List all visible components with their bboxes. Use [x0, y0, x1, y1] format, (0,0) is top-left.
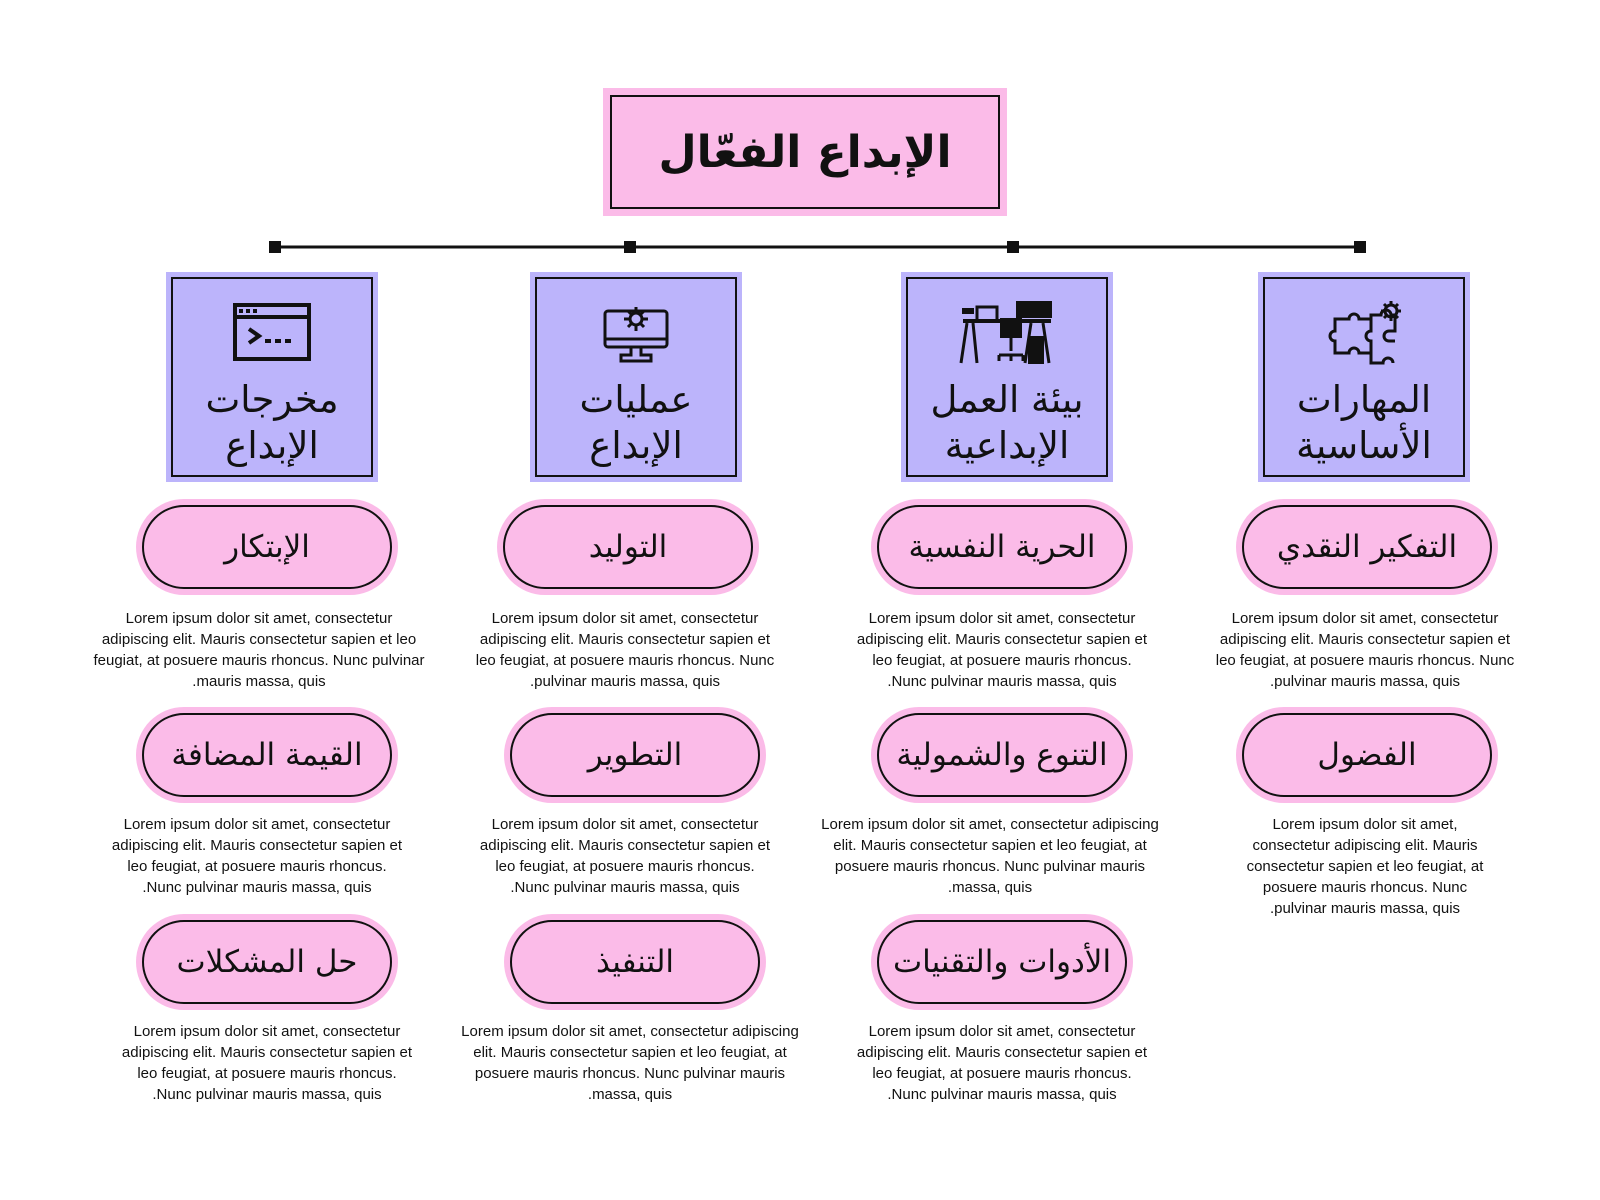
description-text: Lorem ipsum dolor sit amet, consectetur …	[121, 1023, 413, 1103]
pill-problem-solving: حل المشكلات	[136, 914, 398, 1010]
description-text: Lorem ipsum dolor sit amet, consectetur …	[1246, 816, 1484, 917]
description-text: Lorem ipsum dolor sit amet, consectetur …	[475, 610, 775, 690]
column-header-work-environment: بيئة العمل الإبداعية	[901, 272, 1113, 482]
terminal-window-icon	[233, 303, 311, 361]
connector-node-2	[1007, 241, 1019, 253]
pill-curiosity: الفضول	[1236, 707, 1498, 803]
pill-development: التطوير	[504, 707, 766, 803]
column-header-creative-processes: عمليات الإبداع	[530, 272, 742, 482]
connector-node-3	[624, 241, 636, 253]
puzzle-gear-icon	[1328, 301, 1401, 365]
pill-label: التطوير	[510, 713, 760, 797]
pill-implementation: التنفيذ	[504, 914, 766, 1010]
workspace-icon	[959, 301, 1052, 364]
description-text: Lorem ipsum dolor sit amet, consectetur …	[856, 610, 1148, 690]
pill-label: الأدوات والتقنيات	[877, 920, 1127, 1004]
monitor-gear-icon	[603, 307, 669, 363]
column-header-core-skills: المهارات الأساسية	[1258, 272, 1470, 482]
description-text: Lorem ipsum dolor sit amet, consectetur …	[479, 816, 771, 896]
description-text: Lorem ipsum dolor sit amet, consectetur …	[461, 1023, 799, 1103]
description-text: Lorem ipsum dolor sit amet, consectetur …	[856, 1023, 1148, 1103]
description-text: Lorem ipsum dolor sit amet, consectetur …	[1215, 610, 1515, 690]
column-header-creative-outputs: مخرجات الإبداع	[166, 272, 378, 482]
pill-psychological-freedom: الحرية النفسية	[871, 499, 1133, 595]
column-header-label: عمليات الإبداع	[579, 378, 693, 467]
pill-label: التفكير النقدي	[1242, 505, 1492, 589]
pill-label: الفضول	[1242, 713, 1492, 797]
description-text: Lorem ipsum dolor sit amet, consectetur …	[93, 610, 425, 690]
pill-diversity-inclusion: التنوع والشمولية	[871, 707, 1133, 803]
pill-generation: التوليد	[497, 499, 759, 595]
column-header-label: بيئة العمل الإبداعية	[930, 378, 1084, 467]
pill-label: التنوع والشمولية	[877, 713, 1127, 797]
pill-added-value: القيمة المضافة	[136, 707, 398, 803]
diagram-title: الإبداع الفعّال	[610, 95, 1000, 209]
pill-critical-thinking: التفكير النقدي	[1236, 499, 1498, 595]
description-text: Lorem ipsum dolor sit amet, consectetur …	[111, 816, 403, 896]
pill-tools-techniques: الأدوات والتقنيات	[871, 914, 1133, 1010]
pill-label: التنفيذ	[510, 920, 760, 1004]
connector-node-1	[1354, 241, 1366, 253]
column-header-label: المهارات الأساسية	[1296, 378, 1432, 467]
connector-line	[269, 241, 1366, 253]
pill-label: التوليد	[503, 505, 753, 589]
connector-node-4	[269, 241, 281, 253]
title-box: الإبداع الفعّال	[603, 88, 1007, 216]
description-text: Lorem ipsum dolor sit amet, consectetur …	[821, 816, 1159, 896]
column-header-label: مخرجات الإبداع	[205, 378, 339, 467]
pill-label: حل المشكلات	[142, 920, 392, 1004]
pill-innovation: الإبتكار	[136, 499, 398, 595]
pill-label: الإبتكار	[142, 505, 392, 589]
pill-label: القيمة المضافة	[142, 713, 392, 797]
pill-label: الحرية النفسية	[877, 505, 1127, 589]
